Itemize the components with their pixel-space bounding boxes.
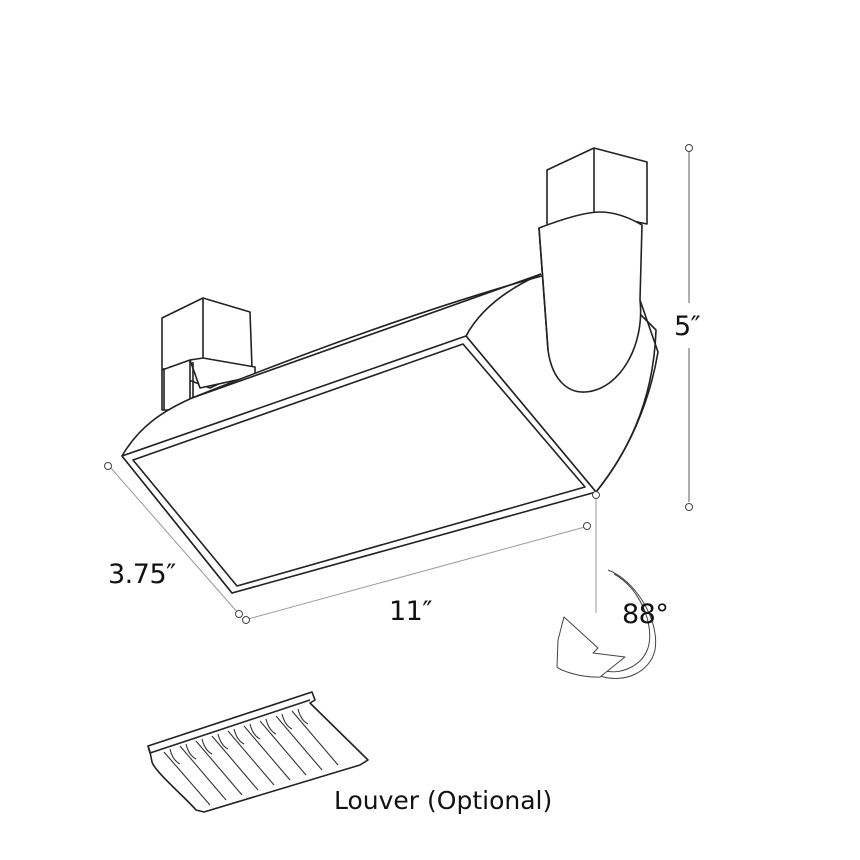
height-dimension xyxy=(685,144,693,511)
louver-drawing xyxy=(147,691,369,813)
depth-dimension xyxy=(104,462,243,618)
height-label: 5″ xyxy=(674,311,701,342)
rotation-dimension xyxy=(556,491,657,679)
louver-caption: Louver (Optional) xyxy=(334,786,553,815)
right-track-adapter xyxy=(538,147,648,393)
left-track-adapter xyxy=(161,297,256,411)
depth-label: 3.75″ xyxy=(108,559,176,590)
length-label: 11″ xyxy=(389,596,432,627)
length-dimension xyxy=(242,522,591,624)
rotation-label: 88° xyxy=(622,599,669,630)
